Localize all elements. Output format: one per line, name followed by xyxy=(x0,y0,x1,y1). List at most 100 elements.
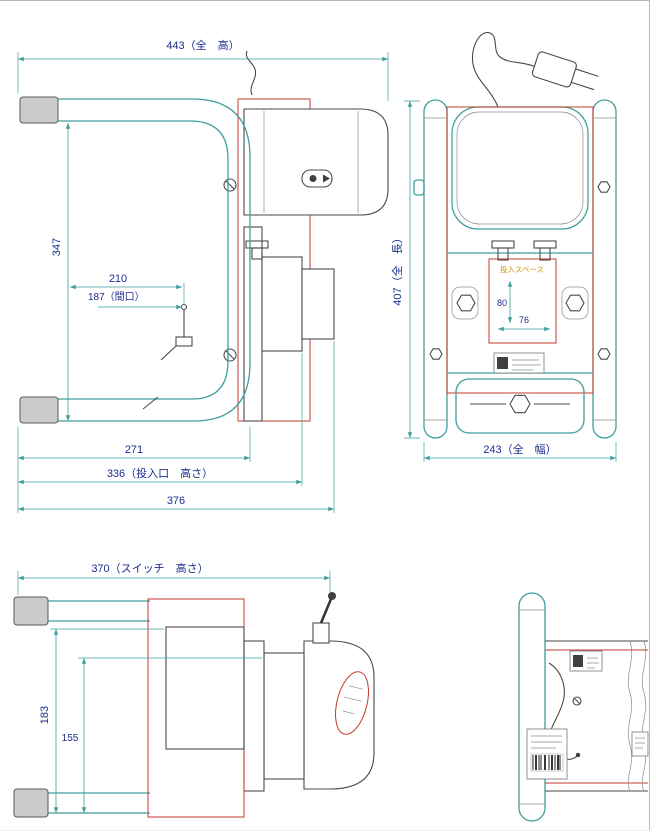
dim-271-text: 271 xyxy=(125,444,143,456)
barcode-icon xyxy=(532,755,561,770)
body-edges xyxy=(545,640,648,792)
power-button-icon xyxy=(309,175,317,182)
grinder-head-front xyxy=(263,652,305,780)
stand-frame-outer xyxy=(58,98,251,422)
lever-pivot xyxy=(180,303,188,311)
body-red-lines xyxy=(545,649,648,784)
plug-prong xyxy=(571,81,595,91)
brand-label xyxy=(335,671,369,735)
edge-label-text-lines xyxy=(635,737,645,749)
front-view: 370（スイッチ 高さ） 183 155 xyxy=(13,561,375,818)
top-view: 投入スペース 80 76 407（全 長） 243（全 幅） xyxy=(390,31,617,462)
edge-label xyxy=(631,731,649,757)
power-plug xyxy=(531,51,599,91)
frame-tick-mark xyxy=(142,396,159,410)
dim-210-text: 210 xyxy=(109,273,127,285)
dim-76-text: 76 xyxy=(519,315,529,325)
side-rail xyxy=(518,592,546,822)
dim-183-text: 183 xyxy=(39,706,51,724)
screw-icon xyxy=(572,696,582,706)
motor-housing-inner-line xyxy=(456,111,584,225)
hex-hole-icon xyxy=(429,348,443,360)
power-cord-stub xyxy=(245,50,257,96)
frame-foot-bottom xyxy=(13,788,49,818)
break-line xyxy=(641,640,647,792)
mount-tab-left xyxy=(451,286,479,320)
dim-347-text: 347 xyxy=(51,238,63,256)
switch-lever xyxy=(319,598,333,624)
body-front-strip xyxy=(243,226,263,422)
plug-prong xyxy=(575,68,599,77)
machine-body-outline xyxy=(147,598,245,818)
adjust-knob-stem xyxy=(251,247,263,260)
caution-label-text-lines xyxy=(512,359,541,371)
lever-block xyxy=(175,336,193,347)
inlet-space-box xyxy=(488,258,557,344)
hopper-mouth xyxy=(301,268,335,340)
lever-handle xyxy=(160,345,177,361)
frame-foot-top xyxy=(13,596,49,626)
power-cord xyxy=(471,31,537,108)
hex-hole-icon xyxy=(565,294,585,312)
hex-hole-icon xyxy=(597,181,611,193)
bolt-cap xyxy=(533,240,557,249)
switch-base xyxy=(312,622,330,644)
cord-end xyxy=(575,752,581,758)
dim-80-text: 80 xyxy=(497,298,507,308)
break-line xyxy=(627,640,633,792)
hex-hole-icon xyxy=(509,394,531,414)
dim-376-text: 376 xyxy=(167,495,185,507)
extension-line xyxy=(17,571,331,595)
dim-155-text: 155 xyxy=(62,733,79,744)
bolt-cap xyxy=(491,240,515,249)
dim-336-text: 336（投入口 高さ） xyxy=(107,466,213,480)
dim-443-text: 443（全 高） xyxy=(166,38,239,52)
spec-label-text-lines xyxy=(531,735,562,749)
rail-cap-seams xyxy=(424,117,616,421)
hex-hole-icon xyxy=(456,294,476,312)
body-outline-red xyxy=(446,106,594,394)
mount-tab-right xyxy=(561,286,589,320)
plug-body xyxy=(531,51,577,88)
frame-tubes xyxy=(48,600,150,814)
caution-label-text-lines xyxy=(587,657,599,669)
run-arrow-icon xyxy=(323,174,330,183)
housing-front-panel xyxy=(165,626,245,750)
screw-icon xyxy=(223,348,237,362)
screw-slot xyxy=(225,180,235,190)
dim-370-text: 370（スイッチ 高さ） xyxy=(91,561,208,575)
control-panel xyxy=(301,169,333,188)
caution-icon xyxy=(497,357,508,369)
dim-187-text: 187（間口） xyxy=(88,291,145,303)
side-rail-left xyxy=(423,99,448,439)
screw-icon xyxy=(223,178,237,192)
brand-label-text-lines xyxy=(342,685,363,715)
hex-hole-icon xyxy=(597,348,611,360)
body-strip-front xyxy=(243,640,265,792)
frame-foot-bottom xyxy=(19,396,59,424)
extension-line xyxy=(50,628,164,814)
machine-body-outline xyxy=(237,98,311,422)
side-rail-right xyxy=(592,99,617,439)
motor-body-front xyxy=(303,640,375,790)
stand-frame-inner xyxy=(58,120,229,400)
grinder-head xyxy=(261,256,303,352)
motor-housing-top xyxy=(451,106,589,230)
inlet-space-label: 投入スペース xyxy=(500,264,544,274)
rear-partial-view xyxy=(518,592,649,822)
adjust-knob-cap xyxy=(245,240,269,249)
brand-label-oval xyxy=(335,671,369,735)
barcode-icon xyxy=(535,755,559,770)
dim-407-text: 407（全 長） xyxy=(390,232,404,305)
side-view: 443（全 高） 347 210 187（間口） 271 336（投入口 高さ）… xyxy=(17,38,389,513)
screw-slot xyxy=(225,350,235,360)
bolt-stem xyxy=(497,247,509,261)
screw-slot xyxy=(573,697,581,705)
bolt-stem xyxy=(539,247,551,261)
rail-cap-seams xyxy=(519,609,545,805)
base-plate xyxy=(455,378,585,434)
dim-243-text: 243（全 幅） xyxy=(483,442,556,456)
extension-line xyxy=(404,100,420,439)
